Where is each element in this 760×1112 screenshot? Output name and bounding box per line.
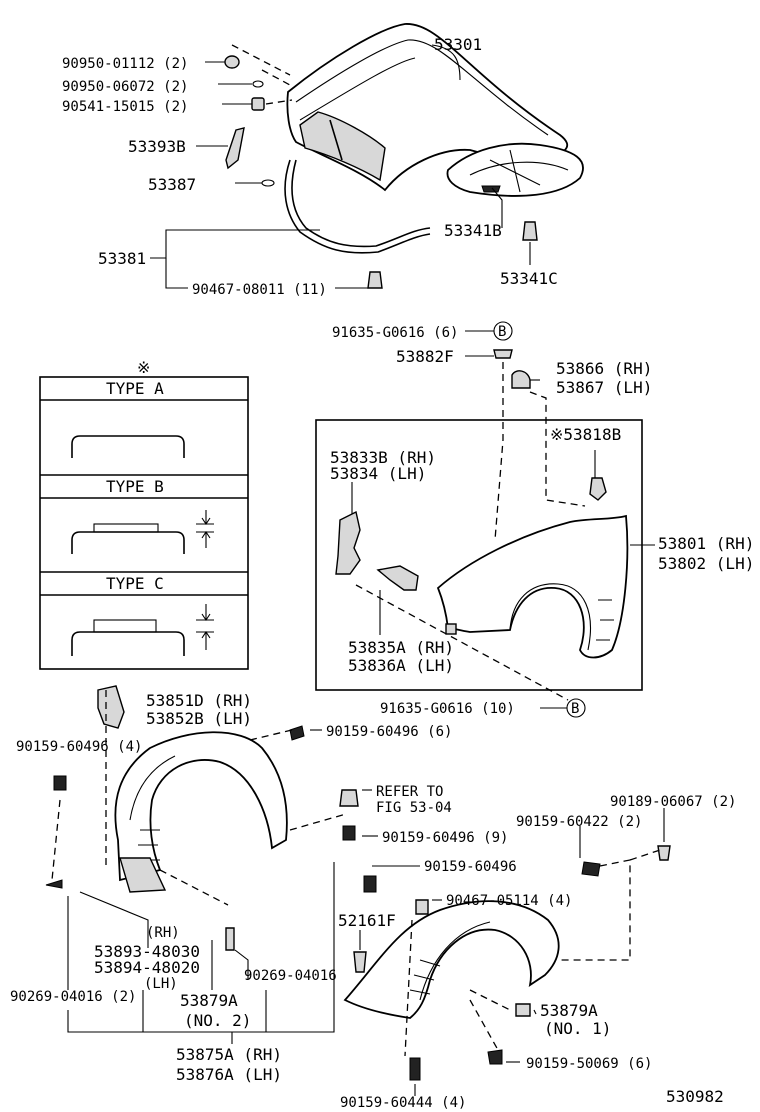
type-a-label: TYPE A bbox=[106, 379, 164, 398]
bracket-rh-part-number: 53833B (RH) bbox=[330, 448, 436, 467]
bumper-icon bbox=[251, 97, 265, 111]
screw-b-part-number: 90159-60496 (4) bbox=[16, 739, 142, 755]
fender-upper-bracket bbox=[335, 510, 361, 575]
clip-g-part-number: 90467-05114 (4) bbox=[446, 893, 572, 909]
clip-icon bbox=[657, 845, 671, 861]
right-fender-liner bbox=[343, 900, 560, 1019]
grommet-icon bbox=[252, 80, 264, 88]
fender-lower-bracket bbox=[376, 565, 419, 591]
type-c-label: TYPE C bbox=[106, 574, 164, 593]
clip-f-part-number: 52161F bbox=[338, 911, 396, 930]
fender-lh-part-number: 53802 (LH) bbox=[658, 554, 754, 573]
screw-icon bbox=[581, 861, 601, 877]
bolt-part-number: 90950-01112 (2) bbox=[62, 56, 188, 72]
retainer-2-part-number: 53879A bbox=[180, 991, 238, 1010]
bolt-bottom-part-number: 91635-G0616 (10) bbox=[380, 701, 515, 717]
hood-seal bbox=[284, 159, 431, 254]
shield-lh-tag: (LH) bbox=[144, 976, 178, 992]
bumper-rh-part-number: 53866 (RH) bbox=[556, 359, 652, 378]
clip-marked-part-number: ※53818B bbox=[550, 425, 621, 444]
seal-piece bbox=[97, 685, 125, 729]
lower-bracket-lh-part-number: 53836A (LH) bbox=[348, 656, 454, 675]
clip-part-number: 53387 bbox=[148, 175, 196, 194]
type-table-marker: ※ bbox=[137, 358, 150, 377]
clip-icon bbox=[367, 271, 383, 289]
screw-icon bbox=[53, 775, 67, 791]
bracket-part-number: 53393B bbox=[128, 137, 186, 156]
screw-g-part-number: 90159-60444 (4) bbox=[340, 1095, 466, 1111]
lower-bracket-rh-part-number: 53835A (RH) bbox=[348, 638, 454, 657]
retainer-1-number: (NO. 1) bbox=[544, 1019, 611, 1038]
insulator-part-number: 53341B bbox=[444, 221, 502, 240]
plate-icon bbox=[493, 349, 513, 359]
bracket-icon bbox=[225, 127, 245, 170]
clip-icon bbox=[261, 179, 275, 187]
type-table: ※ TYPE A TYPE B TYPE C bbox=[39, 358, 249, 670]
fender-rh-part-number: 53801 (RH) bbox=[658, 534, 754, 553]
type-b-profile bbox=[71, 531, 185, 554]
screw-f-part-number: 90159-50069 (6) bbox=[526, 1056, 652, 1072]
hood-part-number: 53301 bbox=[434, 35, 482, 54]
seal-lh-part-number: 53852B (LH) bbox=[146, 709, 252, 728]
type-c-profile bbox=[71, 631, 185, 656]
shield-rh-tag: (RH) bbox=[146, 925, 180, 941]
bolt-part-number: 90541-15015 (2) bbox=[62, 99, 188, 115]
clip-icon bbox=[353, 951, 367, 973]
screw-icon bbox=[409, 1057, 421, 1081]
retainer-2-number: (NO. 2) bbox=[184, 1011, 251, 1030]
screw-d-part-number: 90159-60496 bbox=[424, 859, 517, 875]
bracket-lh-part-number: 53834 (LH) bbox=[330, 464, 426, 483]
screw-a-part-number: 90159-60496 (6) bbox=[326, 724, 452, 740]
bumper-icon bbox=[511, 370, 531, 389]
shield-lh-part-number: 53894-48020 bbox=[94, 958, 200, 977]
bolt-part-number: 90950-06072 (2) bbox=[62, 79, 188, 95]
screw-icon bbox=[363, 875, 377, 893]
refer-line-2: FIG 53-04 bbox=[376, 800, 452, 816]
bolt-icon bbox=[224, 55, 240, 69]
marker-b-label: B bbox=[498, 324, 506, 340]
hood-group: 53301 90950-01112 (2) 90950-06072 (2) 90… bbox=[62, 23, 584, 298]
clip-icon bbox=[339, 789, 359, 807]
refer-line-1: REFER TO bbox=[376, 784, 443, 800]
fender-group: B B 91635-G0616 (6) 53882F 53866 (RH) 53… bbox=[315, 321, 754, 718]
seal-part-number: 53381 bbox=[98, 249, 146, 268]
marker-b-label: B bbox=[571, 701, 579, 717]
screw-icon bbox=[342, 825, 356, 841]
bolt-top-part-number: 91635-G0616 (6) bbox=[332, 325, 458, 341]
left-fender-liner bbox=[114, 731, 288, 882]
liner-rh-part-number: 53875A (RH) bbox=[176, 1045, 282, 1064]
liner-lh-part-number: 53876A (LH) bbox=[176, 1065, 282, 1084]
bumper-lh-part-number: 53867 (LH) bbox=[556, 378, 652, 397]
plate-part-number: 53882F bbox=[396, 347, 454, 366]
clip-icon bbox=[415, 899, 429, 915]
figure-id: 530982 bbox=[666, 1087, 724, 1106]
hood-scoop bbox=[299, 111, 386, 182]
shield-rh-part-number: 53893-48030 bbox=[94, 942, 200, 961]
retainer-1-part-number: 53879A bbox=[540, 1001, 598, 1020]
type-a-profile bbox=[71, 435, 185, 458]
screw-e-part-number: 90159-60422 (2) bbox=[516, 814, 642, 830]
seal-clip-part-number: 90467-08011 (11) bbox=[192, 282, 327, 298]
insulator-clip-part-number: 53341C bbox=[500, 269, 558, 288]
liner-group: 53851D (RH) 53852B (LH) 90159-60496 (6) … bbox=[10, 685, 736, 1111]
screw-c-part-number: 90159-60496 (9) bbox=[382, 830, 508, 846]
seal-rh-part-number: 53851D (RH) bbox=[146, 691, 252, 710]
clip-icon bbox=[589, 477, 607, 501]
clip-h-part-number: 90269-04016 bbox=[244, 968, 337, 984]
type-b-label: TYPE B bbox=[106, 477, 164, 496]
clip-e-part-number: 90189-06067 (2) bbox=[610, 794, 736, 810]
fender-panel bbox=[436, 514, 629, 659]
screw-icon bbox=[289, 725, 305, 741]
retainer-icon bbox=[515, 1003, 531, 1017]
clip-h-qty-part-number: 90269-04016 (2) bbox=[10, 989, 136, 1005]
screw-icon bbox=[487, 1049, 503, 1065]
clip-icon bbox=[45, 879, 63, 889]
clip-icon bbox=[225, 927, 235, 951]
clip-icon bbox=[522, 221, 538, 241]
